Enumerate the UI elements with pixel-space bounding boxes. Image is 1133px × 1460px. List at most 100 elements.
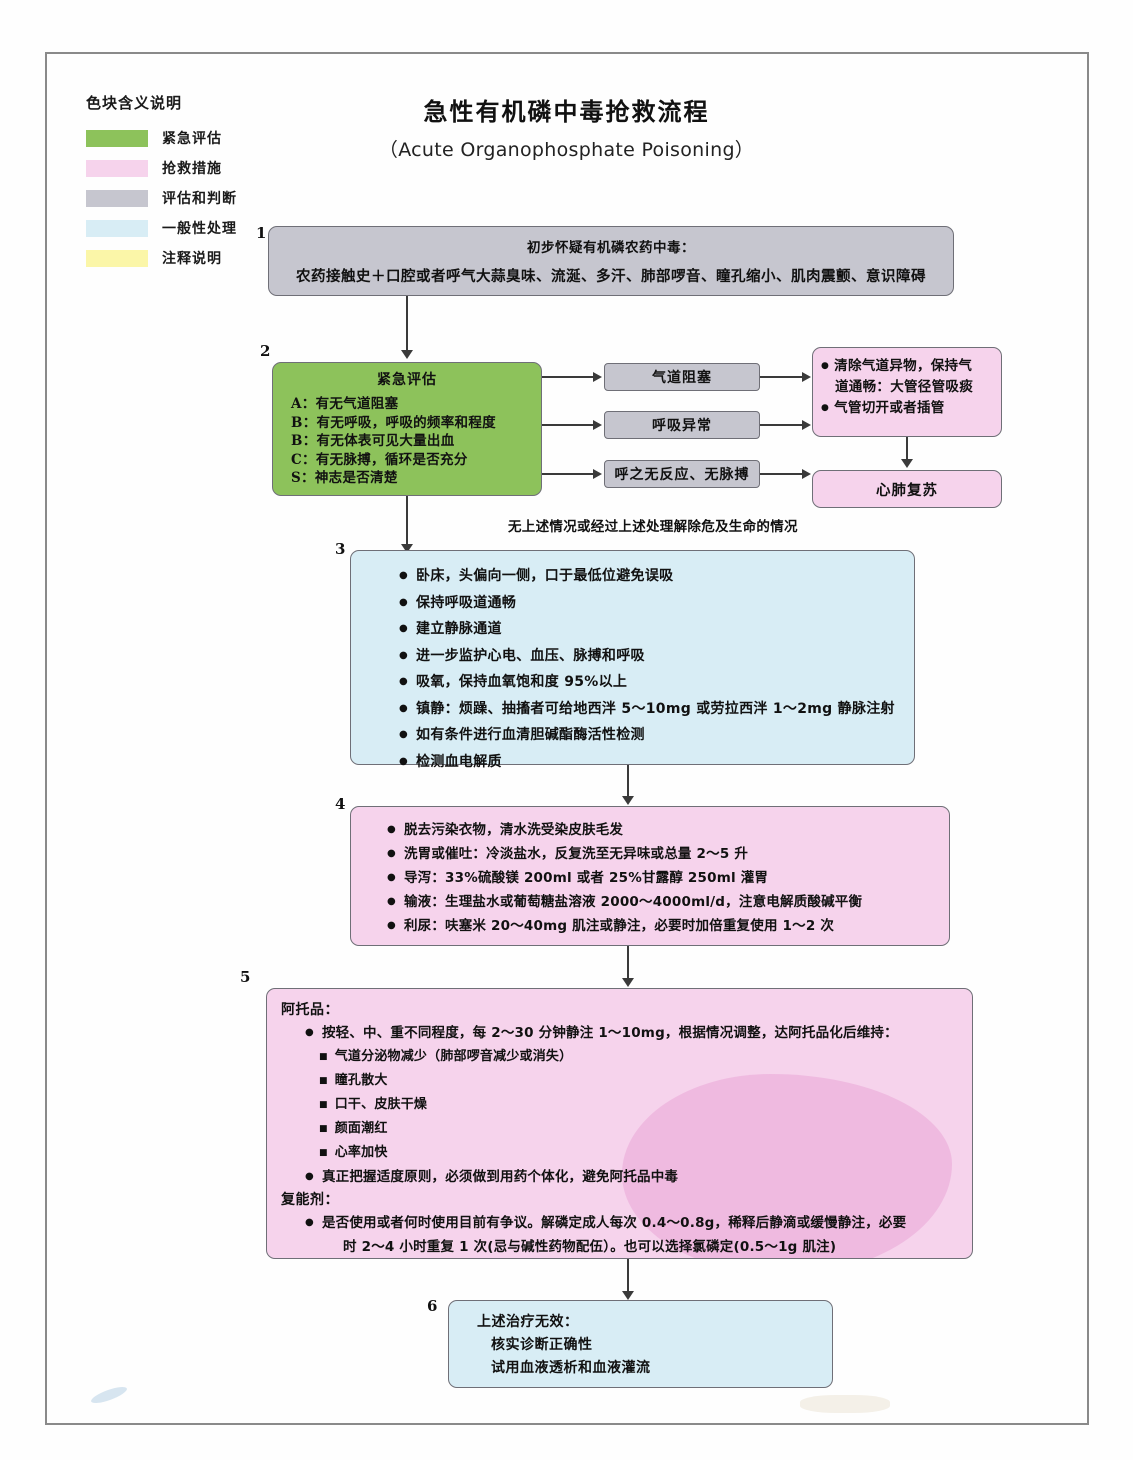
connector-2-to-d1: [542, 376, 595, 378]
arrowhead-p1-to-cpr: [901, 459, 913, 468]
arrowhead-1-to-2: [401, 350, 413, 359]
step-number-3: 3: [335, 540, 346, 558]
node-4-item: 导泻：33%硫酸镁 200ml 或者 25%甘露醇 250ml 灌胃: [387, 866, 949, 890]
step-number-4: 4: [335, 795, 346, 813]
node-general-supportive-care: 卧床，头偏向一侧，口于最低位避免误吸 保持呼吸道通畅 建立静脉通道 进一步监护心…: [350, 550, 915, 770]
node-2-item: A：有无气道阻塞: [291, 395, 541, 414]
node-p1-item-text: 清除气道异物，保持气: [834, 358, 973, 374]
node-3-item: 吸氧，保持血氧饱和度 95%以上: [399, 669, 914, 696]
node-3-item: 进一步监护心电、血压、脉搏和呼吸: [399, 643, 914, 670]
node-2-item-key: B：: [291, 414, 317, 431]
legend-item-emergency-assessment: 紧急评估: [86, 123, 316, 153]
legend-swatch-gray: [86, 189, 148, 207]
node-2-item-key: C：: [291, 451, 316, 468]
node-6-line-1: 上述治疗无效：: [477, 1314, 579, 1330]
node-4-item: 利尿：呋塞米 20～40mg 肌注或静注，必要时加倍重复使用 1～2 次: [387, 914, 949, 938]
node-2-item-key: A：: [291, 396, 316, 412]
arrowhead-2-to-d2: [593, 419, 602, 430]
node-5-reactivator-text: 是否使用或者何时使用目前有争议。解磷定成人每次 0.4～0.8g，稀释后静滴或缓…: [305, 1211, 972, 1235]
node-2-item-text: 有无脉搏，循环是否充分: [315, 451, 468, 468]
node-2-item: B：有无呼吸，呼吸的频率和程度: [291, 414, 541, 433]
connector-3-to-4: [627, 765, 629, 798]
connector-2-to-d2: [542, 424, 595, 426]
node-antidote-therapy: 阿托品： 按轻、中、重不同程度，每 2～30 分钟静注 1～10mg，根据情况调…: [266, 988, 973, 1259]
node-5-reactivator-text-cont: 时 2～4 小时重复 1 次(忌与碱性药物配伍）。也可以选择氯磷定(0.5～1g…: [343, 1239, 837, 1255]
connector-d1-to-p1: [760, 376, 804, 378]
legend-item-general-handling: 一般性处理: [86, 213, 316, 243]
node-5-atropine-list: 按轻、中、重不同程度，每 2～30 分钟静注 1～10mg，根据情况调整，达阿托…: [281, 1021, 972, 1045]
node-3-item: 镇静：烦躁、抽搐者可给地西泮 5～10mg 或劳拉西泮 1～2mg 静脉注射: [399, 696, 914, 723]
legend: 色块含义说明 紧急评估 抢救措施 评估和判断 一般性处理 注释说明: [86, 92, 316, 273]
node-2-item: S：神志是否清楚: [291, 469, 541, 488]
node-1-line-1: 初步怀疑有机磷农药中毒：: [527, 240, 695, 256]
node-unresponsive-no-pulse: 呼之无反应、无脉搏: [604, 460, 760, 488]
node-1-line-2: 农药接触史＋口腔或者呼气大蒜臭味、流涎、多汗、肺部啰音、瞳孔缩小、肌肉震颤、意识…: [296, 269, 926, 285]
node-emergency-assessment: 紧急评估 A：有无气道阻塞 B：有无呼吸，呼吸的频率和程度 B：有无体表可见大量…: [272, 362, 542, 496]
node-4-list: 脱去污染衣物，清水洗受染皮肤毛发 洗胃或催吐：冷淡盐水，反复洗至无异味或总量 2…: [351, 807, 949, 938]
node-6-line-3: 试用血液透析和血液灌流: [491, 1360, 651, 1376]
legend-label-green: 紧急评估: [162, 131, 222, 147]
node-4-item: 脱去污染衣物，清水洗受染皮肤毛发: [387, 818, 949, 842]
node-6-line-2: 核实诊断正确性: [491, 1337, 593, 1353]
step-number-2: 2: [260, 342, 271, 360]
arrowhead-4-to-5: [622, 978, 634, 987]
node-5-heading-reactivator: 复能剂：: [281, 1192, 339, 1208]
node-abnormal-breathing: 呼吸异常: [604, 411, 760, 439]
legend-swatch-pink: [86, 159, 148, 177]
node-p1-item: 清除气道异物，保持气: [821, 356, 993, 377]
arrowhead-2-to-d3: [593, 468, 602, 479]
arrowhead-2-to-d1: [593, 371, 602, 382]
legend-label-yellow: 注释说明: [162, 251, 222, 267]
node-p1-item-text: 气管切开或者插管: [834, 400, 945, 416]
node-5-content: 阿托品： 按轻、中、重不同程度，每 2～30 分钟静注 1～10mg，根据情况调…: [267, 989, 972, 1258]
node-5-heading-atropine: 阿托品：: [281, 1002, 339, 1018]
legend-item-rescue-measures: 抢救措施: [86, 153, 316, 183]
arrowhead-3-to-4: [622, 796, 634, 805]
connector-2-to-d3: [542, 473, 595, 475]
node-3-item: 卧床，头偏向一侧，口于最低位避免误吸: [399, 563, 914, 590]
node-4-item: 洗胃或催吐：冷淡盐水，反复洗至无异味或总量 2～5 升: [387, 842, 949, 866]
node-5-sign: 口干、皮肤干燥: [319, 1093, 972, 1117]
node-decontamination-measures: 脱去污染衣物，清水洗受染皮肤毛发 洗胃或催吐：冷淡盐水，反复洗至无异味或总量 2…: [350, 806, 950, 946]
node-2-list: A：有无气道阻塞 B：有无呼吸，呼吸的频率和程度 B：有无体表可见大量出血 C：…: [273, 395, 541, 488]
node-4-item: 输液：生理盐水或葡萄糖盐溶液 2000～4000ml/d，注意电解质酸碱平衡: [387, 890, 949, 914]
node-5-atropine-dosing: 按轻、中、重不同程度，每 2～30 分钟静注 1～10mg，根据情况调整，达阿托…: [305, 1021, 972, 1045]
node-2-item-text: 有无体表可见大量出血: [316, 433, 455, 449]
node-2-item-key: B：: [291, 433, 317, 449]
node-5-atropinization-signs: 气道分泌物减少（肺部啰音减少或消失） 瞳孔散大 口干、皮肤干燥 颜面潮红 心率加…: [281, 1045, 972, 1165]
legend-swatch-blue: [86, 219, 148, 237]
node-2-item: C：有无脉搏，循环是否充分: [291, 451, 541, 470]
node-5-sign: 心率加快: [319, 1141, 972, 1165]
legend-item-assessment-judgement: 评估和判断: [86, 183, 316, 213]
node-6-content: 上述治疗无效： 核实诊断正确性 试用血液透析和血液灌流: [449, 1301, 832, 1380]
node-2-item-text: 有无气道阻塞: [315, 396, 399, 412]
legend-swatch-yellow: [86, 249, 148, 267]
connector-1-to-2: [406, 296, 408, 352]
step-number-6: 6: [427, 1297, 438, 1315]
node-2-item-text: 有无呼吸，呼吸的频率和程度: [316, 414, 496, 431]
annotation-no-critical-condition: 无上述情况或经过上述处理解除危及生命的情况: [508, 519, 798, 535]
arrowhead-d3-to-p2: [802, 468, 811, 479]
step-number-5: 5: [240, 968, 251, 986]
node-2-item: B：有无体表可见大量出血: [291, 432, 541, 451]
legend-item-annotation: 注释说明: [86, 243, 316, 273]
node-3-item: 建立静脉通道: [399, 616, 914, 643]
legend-label-gray: 评估和判断: [162, 191, 237, 207]
arrowhead-d2-to-p1: [802, 419, 811, 430]
node-5-atropine-principle-list: 真正把握适度原则，必须做到用药个体化，避免阿托品中毒: [281, 1165, 972, 1189]
node-5-atropine-principle: 真正把握适度原则，必须做到用药个体化，避免阿托品中毒: [305, 1165, 972, 1189]
node-airway-clearance-actions: 清除气道异物，保持气 道通畅：大管径管吸痰 气管切开或者插管: [812, 347, 1002, 437]
node-2-item-key: S：: [291, 470, 315, 486]
legend-swatch-green: [86, 129, 148, 147]
node-5-sign: 气道分泌物减少（肺部啰音减少或消失）: [319, 1045, 972, 1069]
node-p1-item-cont: 道通畅：大管径管吸痰: [821, 377, 993, 398]
legend-title: 色块含义说明: [86, 94, 183, 112]
node-5-reactivator-list: 是否使用或者何时使用目前有争议。解磷定成人每次 0.4～0.8g，稀释后静滴或缓…: [281, 1211, 972, 1235]
node-p1-item-text: 道通畅：大管径管吸痰: [835, 379, 973, 395]
node-3-item: 如有条件进行血清胆碱酯酶活性检测: [399, 722, 914, 749]
connector-2-to-3: [406, 496, 408, 552]
page-frame-border: [45, 52, 1089, 1425]
legend-label-pink: 抢救措施: [162, 161, 222, 177]
node-p1-list: 清除气道异物，保持气 道通畅：大管径管吸痰 气管切开或者插管: [813, 348, 1001, 419]
node-initial-suspicion: 初步怀疑有机磷农药中毒： 农药接触史＋口腔或者呼气大蒜臭味、流涎、多汗、肺部啰音…: [268, 226, 954, 296]
